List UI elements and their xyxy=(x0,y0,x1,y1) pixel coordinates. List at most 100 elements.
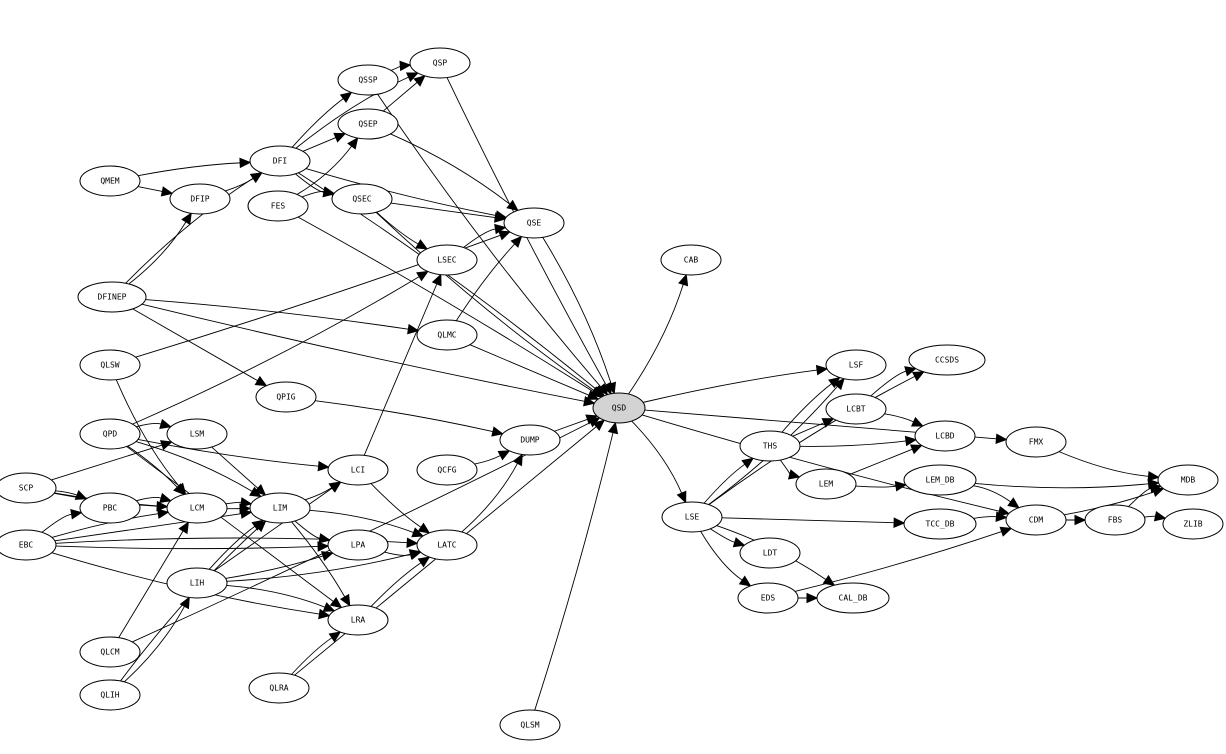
edge-lih-to-latc xyxy=(226,549,422,582)
node-qsec[interactable]: QSEC xyxy=(331,183,393,215)
arrowhead-icon xyxy=(339,593,351,607)
node-shape xyxy=(166,418,228,450)
node-ebc[interactable]: EBC xyxy=(0,529,57,561)
arrowhead-icon xyxy=(160,186,174,197)
edge-qcfg-to-dump xyxy=(474,450,511,465)
node-lci[interactable]: LCI xyxy=(327,454,389,486)
arrowhead-icon xyxy=(904,366,917,377)
node-lra[interactable]: LRA xyxy=(327,604,389,636)
arrowhead-icon xyxy=(833,377,845,391)
edge-qpd-to-lcm xyxy=(127,445,185,496)
node-qse[interactable]: QSE xyxy=(503,207,565,239)
node-lse[interactable]: LSE xyxy=(661,501,723,533)
node-cal-db[interactable]: CAL_DB xyxy=(816,582,890,614)
node-qlmc[interactable]: QLMC xyxy=(416,319,478,351)
node-label: LIM xyxy=(273,504,288,513)
node-lsec[interactable]: LSEC xyxy=(416,244,478,276)
node-label: THS xyxy=(763,442,778,451)
arrowhead-icon xyxy=(828,376,841,389)
node-lcm[interactable]: LCM xyxy=(166,492,228,524)
node-lsm[interactable]: LSM xyxy=(166,418,228,450)
edge-eds-to-cdm xyxy=(794,526,1013,592)
node-lpa[interactable]: LPA xyxy=(327,529,389,561)
edge-dfinep-to-dfi xyxy=(125,172,263,284)
node-lsf[interactable]: LSF xyxy=(825,349,887,381)
edge-line xyxy=(631,420,683,494)
node-lem[interactable]: LEM xyxy=(795,468,857,500)
edge-line xyxy=(721,517,895,524)
edge-fes-to-qsep xyxy=(296,137,359,195)
node-label: ZLIB xyxy=(1183,520,1202,529)
node-fmx[interactable]: FMX xyxy=(1005,426,1067,458)
arrowhead-icon xyxy=(893,517,906,528)
edge-line xyxy=(710,528,735,543)
node-qlsw[interactable]: QLSW xyxy=(79,349,141,381)
node-label: QSSP xyxy=(358,76,377,85)
node-lim[interactable]: LIM xyxy=(249,492,311,524)
edge-line xyxy=(973,485,1011,503)
arrowhead-icon xyxy=(741,457,754,469)
edge-line xyxy=(849,448,913,475)
node-cdm[interactable]: CDM xyxy=(1005,504,1067,536)
edge-line xyxy=(226,553,411,582)
edge-lih-to-lci xyxy=(214,481,342,572)
node-qsd[interactable]: QSD xyxy=(592,392,646,424)
node-latc[interactable]: LATC xyxy=(416,529,478,561)
arrowhead-icon xyxy=(605,381,617,395)
node-qsp[interactable]: QSP xyxy=(409,47,471,79)
node-qlsm[interactable]: QLSM xyxy=(499,709,561,741)
node-label: LRA xyxy=(351,616,366,625)
node-mdb[interactable]: MDB xyxy=(1157,464,1219,496)
node-dfip[interactable]: DFIP xyxy=(169,183,231,215)
node-lcbd[interactable]: LCBD xyxy=(914,420,976,452)
edge-line xyxy=(118,530,184,638)
node-dfi[interactable]: DFI xyxy=(249,145,311,177)
node-ldt[interactable]: LDT xyxy=(739,537,801,569)
arrowhead-icon xyxy=(822,574,836,586)
node-pbc[interactable]: PBC xyxy=(79,492,141,524)
node-lcbt[interactable]: LCBT xyxy=(825,393,887,425)
node-label: QLCM xyxy=(100,648,119,657)
node-qlra[interactable]: QLRA xyxy=(248,672,310,704)
node-ths[interactable]: THS xyxy=(739,430,801,462)
node-qssp[interactable]: QSSP xyxy=(337,64,399,96)
arrowhead-icon xyxy=(160,440,173,451)
node-scp[interactable]: SCP xyxy=(0,472,57,504)
node-qlih[interactable]: QLIH xyxy=(79,679,141,711)
node-shape xyxy=(79,636,141,668)
node-shape xyxy=(77,281,147,313)
node-label: LIH xyxy=(190,579,205,588)
node-qlcm[interactable]: QLCM xyxy=(79,636,141,668)
node-zlib[interactable]: ZLIB xyxy=(1162,508,1224,540)
arrowhead-icon xyxy=(399,60,412,72)
node-qsep[interactable]: QSEP xyxy=(337,108,399,140)
node-dfinep[interactable]: DFINEP xyxy=(77,281,147,313)
node-dump[interactable]: DUMP xyxy=(499,424,561,456)
node-qcfg[interactable]: QCFG xyxy=(416,454,478,486)
edge-qlmc-to-qsd xyxy=(469,344,600,400)
node-label: CDM xyxy=(1029,516,1044,525)
node-fes[interactable]: FES xyxy=(247,190,309,222)
edge-qmem-to-dfi xyxy=(137,157,252,177)
node-qpig[interactable]: QPIG xyxy=(255,381,317,413)
edge-lse-to-tcc-db xyxy=(721,517,906,528)
node-fbs[interactable]: FBS xyxy=(1084,504,1146,536)
node-qmem[interactable]: QMEM xyxy=(79,165,141,197)
arrowhead-icon xyxy=(498,230,511,241)
edge-line xyxy=(136,497,162,502)
node-cab[interactable]: CAB xyxy=(660,244,722,276)
arrowhead-icon xyxy=(181,212,192,226)
edge-line xyxy=(115,379,180,487)
node-eds[interactable]: EDS xyxy=(737,582,799,614)
node-qpd[interactable]: QPD xyxy=(79,418,141,450)
node-tcc-db[interactable]: TCC_DB xyxy=(903,508,977,540)
node-lih[interactable]: LIH xyxy=(166,567,228,599)
edge-line xyxy=(628,284,684,395)
edge-qlih-to-lih xyxy=(124,596,190,683)
node-shape xyxy=(1005,504,1067,536)
node-lem-db[interactable]: LEM_DB xyxy=(903,464,977,496)
node-shape xyxy=(1157,464,1219,496)
arrowhead-icon xyxy=(240,508,253,519)
node-ccsds[interactable]: CCSDS xyxy=(908,344,986,376)
arrowhead-icon xyxy=(415,239,429,250)
